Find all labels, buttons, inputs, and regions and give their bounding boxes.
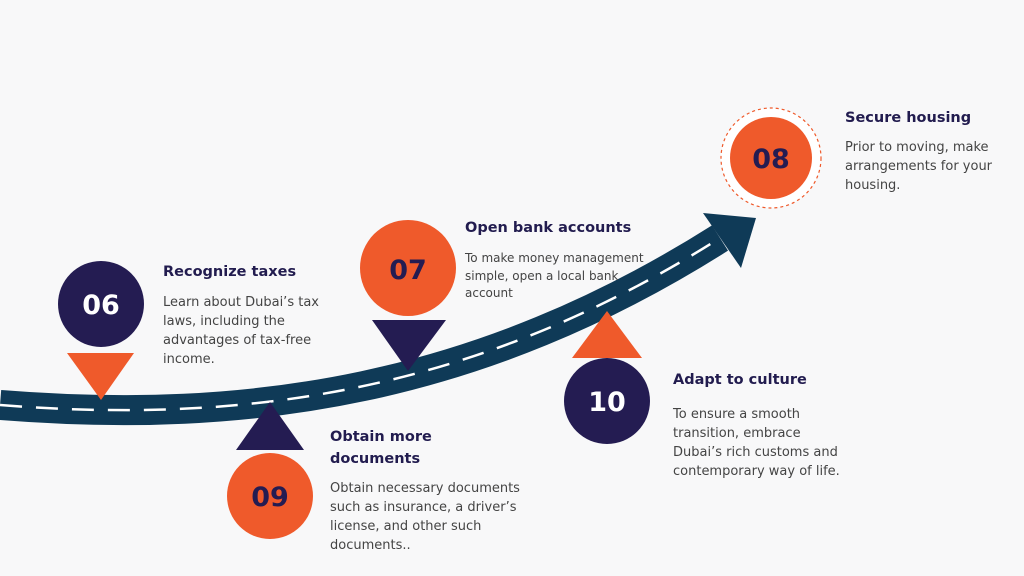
road-arrow-head <box>703 213 756 268</box>
marker-10-circle <box>564 358 650 444</box>
marker-09-circle <box>227 453 313 539</box>
marker-06-pointer <box>67 353 134 400</box>
step-10-title: Adapt to culture <box>673 372 807 388</box>
step-09-title: Obtain more documents <box>330 429 432 467</box>
step-07-title: Open bank accounts <box>465 220 632 236</box>
step-07-description: To make money management simple, open a … <box>465 251 644 300</box>
marker-08-number: 08 <box>752 144 790 175</box>
marker-07-circle <box>360 220 456 316</box>
step-06-description: Learn about Dubai’s tax laws, including … <box>163 295 319 367</box>
marker-06-circle <box>58 261 144 347</box>
marker-07-pointer <box>372 320 446 371</box>
step-08-title: Secure housing <box>845 110 972 126</box>
step-06-title: Recognize taxes <box>163 264 297 280</box>
road-center-dashes <box>0 236 721 412</box>
step-09-description: Obtain necessary documents such as insur… <box>330 481 520 553</box>
marker-06-number: 06 <box>82 290 120 321</box>
marker-10-pointer <box>572 311 642 358</box>
marker-07-number: 07 <box>389 255 427 286</box>
marker-08-circle <box>730 117 812 199</box>
marker-09-pointer <box>236 402 304 450</box>
marker-10-number: 10 <box>588 387 626 418</box>
step-10-description: To ensure a smooth transition, embrace D… <box>673 407 840 479</box>
step-08-description: Prior to moving, make arrangements for y… <box>845 140 993 193</box>
marker-09-number: 09 <box>251 482 289 513</box>
